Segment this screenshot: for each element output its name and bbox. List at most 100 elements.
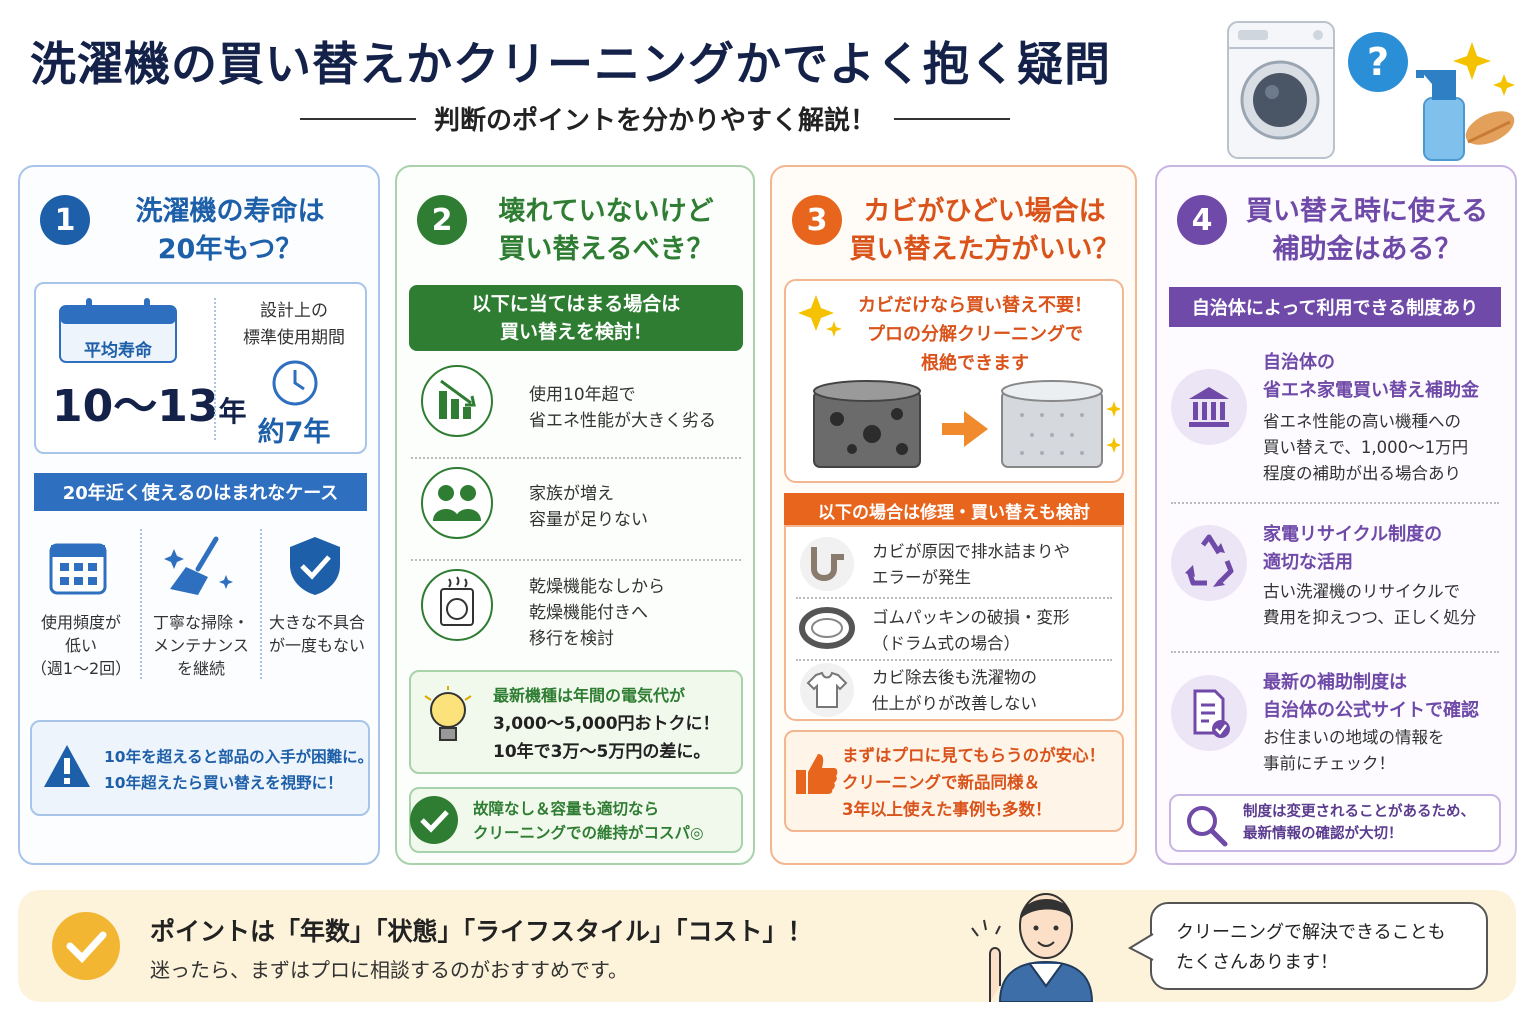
- subsidy-band: 自治体によって利用できる制度あり: [1169, 287, 1501, 327]
- pro-check-box: まずはプロに見てもらうのが安心！ クリーニングで新品同様＆ 3年以上使えた事例も…: [784, 730, 1124, 832]
- card-mold: 3 カビがひどい場合は 買い替えた方がいい？ カビだけなら買い替え不要！ プロの…: [770, 165, 1137, 865]
- mold-cleaning-box: カビだけなら買い替え不要！ プロの分解クリーニングで 根絶できます: [784, 279, 1124, 483]
- design-life-value: 約7年: [257, 417, 331, 448]
- divider: [796, 659, 1112, 661]
- clean-drum-icon: [1001, 380, 1120, 468]
- rubber-gasket-icon: [799, 607, 855, 649]
- subsidy2-heading: 家電リサイクル制度の 適切な活用: [1263, 524, 1443, 573]
- card-subsidy: 4 買い替え時に使える 補助金はある？ 自治体によって利用できる制度あり 自治体…: [1155, 165, 1517, 865]
- condition-gasket: ゴムパッキンの破損・変形 （ドラム式の場合）: [872, 608, 1070, 653]
- case-divider-2: [260, 529, 262, 679]
- case-divider-1: [140, 529, 142, 679]
- avg-life-label: 平均寿命: [84, 341, 152, 361]
- subsidy1-body: 省エネ性能の高い機種への 買い替えで、1,000〜1万円 程度の補助が出る場合あ…: [1263, 412, 1469, 483]
- divider: [411, 559, 741, 561]
- card3-number-badge: 3: [792, 195, 842, 245]
- condition-drain-error: カビが原因で排水詰まりや エラーが発生: [872, 542, 1070, 587]
- subsidy-note-box: 制度は変更されることがあるため、 最新情報の確認が大切！: [1169, 794, 1501, 852]
- avg-life-value: 10〜13年: [52, 381, 247, 432]
- condition-dryer: 乾燥機能なしから 乾燥機能付きへ 移行を検討: [529, 577, 665, 649]
- electricity-tip-box: 最新機種は年間の電気代が 3,000〜5,000円おトクに！ 10年で3万〜5万…: [409, 670, 743, 774]
- dryer-icon: [421, 569, 493, 641]
- check-circle-icon: [410, 796, 458, 844]
- divider: [411, 457, 741, 459]
- calendar-grid-icon: [49, 543, 107, 595]
- card4-title: 買い替え時に使える 補助金はある？: [1245, 196, 1489, 265]
- lifespan-box: 平均寿命 10〜13年 設計上の 標準使用期間 約7年: [34, 282, 367, 454]
- card-replace-not-broken: 2 壊れていないけど 買い替えるべき？ 以下に当てはまる場合は 買い替えを検討！…: [395, 165, 755, 865]
- divider: [796, 597, 1112, 599]
- warning-text: 10年を超えると部品の入手が困難に。 10年超えたら買い替えを視野に！: [104, 748, 374, 792]
- divider: [1171, 651, 1499, 653]
- subtitle-rule-left: [300, 117, 416, 120]
- page-subtitle: 判断のポイントを分かりやすく解説！: [300, 100, 1011, 137]
- card3-title: カビがひどい場合は 買い替えた方がいい？: [849, 196, 1120, 265]
- lightbulb-icon: [424, 686, 472, 741]
- family-icon: [421, 467, 493, 539]
- brush-icon: [1465, 111, 1515, 145]
- sparkle-icon: [798, 295, 842, 337]
- condition-finish: カビ除去後も洗濯物の 仕上がりが改善しない: [872, 668, 1037, 713]
- subsidy2-body: 古い洗濯機のリサイクルで 費用を抑えつつ、正しく処分: [1263, 582, 1477, 627]
- subsidy-note-text: 制度は変更されることがあるため、 最新情報の確認が大切！: [1243, 804, 1475, 842]
- subtitle-text: 判断のポイントを分かりやすく解説！: [434, 106, 877, 136]
- sparkle-icon: [1453, 42, 1515, 96]
- subsidy1-heading: 自治体の 省エネ家電買い替え補助金: [1263, 352, 1479, 401]
- card4-number-badge: 4: [1177, 195, 1227, 245]
- card2-number-badge: 2: [417, 195, 467, 245]
- magnifier-icon: [1187, 806, 1228, 847]
- repair-consider-band: 以下の場合は修理・買い替えも検討: [784, 493, 1124, 527]
- electricity-tip-text: 最新機種は年間の電気代が 3,000〜5,000円おトクに！ 10年で3万〜5万…: [493, 686, 720, 762]
- subsidy3-heading: 最新の補助制度は 自治体の公式サイトで確認: [1263, 672, 1479, 721]
- speech-bubble: クリーニングで解決できることも たくさんあります！: [1150, 902, 1488, 990]
- check-circle-icon: [52, 912, 120, 980]
- calendar-icon: [59, 298, 177, 363]
- replace-condition-band: 以下に当てはまる場合は 買い替えを検討！: [409, 285, 743, 351]
- condition-energy: 使用10年超で 省エネ性能が大きく劣る: [529, 385, 716, 431]
- spray-bottle-icon: [1416, 70, 1465, 161]
- rare-case-band: 20年近く使えるのはまれなケース: [34, 473, 367, 511]
- washing-machine-illustration: ?: [1227, 21, 1515, 161]
- case-no-failure: 大きな不具合 が一度もない: [268, 613, 365, 655]
- card1-number-badge: 1: [40, 195, 90, 245]
- arrow-right-icon: [942, 411, 988, 447]
- condition-capacity: 家族が増え 容量が足りない: [529, 484, 648, 530]
- case-careful-maintenance: 丁寧な掃除・ メンテナンス を継続: [152, 613, 249, 678]
- person-icon: [971, 893, 1094, 1002]
- thumbs-up-icon: [796, 754, 838, 794]
- drum-before-after-illustration: [813, 380, 1120, 468]
- divider: [1171, 502, 1499, 504]
- keep-cleaning-text: 故障なし＆容量も適切なら クリーニングでの維持がコスパ◎: [473, 800, 704, 842]
- broom-icon: [164, 536, 233, 595]
- washing-machine-icon: [1227, 21, 1335, 159]
- card1-title: 洗濯機の寿命は 20年もつ？: [135, 196, 325, 265]
- svg-text:?: ?: [1367, 40, 1389, 84]
- card2-title: 壊れていないけど 買い替えるべき？: [498, 196, 714, 265]
- shield-check-icon: [290, 537, 340, 595]
- subsidy3-body: お住まいの地域の情報を 事前にチェック！: [1263, 728, 1445, 773]
- moldy-drum-icon: [813, 380, 921, 468]
- pro-check-text: まずはプロに見てもらうのが安心！ クリーニングで新品同様＆ 3年以上使えた事例も…: [842, 746, 1106, 819]
- keep-cleaning-box: 故障なし＆容量も適切なら クリーニングでの維持がコスパ◎: [409, 787, 743, 853]
- speech-bubble-tail: [1128, 933, 1154, 961]
- clock-icon: [272, 360, 318, 406]
- question-icon: ?: [1348, 32, 1408, 92]
- recycle-icon: [1171, 525, 1247, 601]
- warning-icon: [44, 745, 90, 787]
- declining-chart-icon: [421, 365, 493, 437]
- card-lifespan: 1 洗濯機の寿命は 20年もつ？ 平均寿命 10〜13年 設計上の 標準使用期間…: [18, 165, 380, 865]
- document-check-icon: [1171, 675, 1247, 751]
- drain-pipe-icon: [800, 537, 854, 591]
- page-title: 洗濯機の買い替えかクリーニングかでよく抱く疑問: [30, 37, 1111, 91]
- warning-box: 10年を超えると部品の入手が困難に。 10年超えたら買い替えを視野に！: [30, 720, 374, 816]
- case-low-frequency: 使用頻度が 低い （週1〜2回）: [30, 613, 132, 678]
- summary-sub: 迷ったら、まずはプロに相談するのがおすすめです。: [150, 958, 628, 982]
- summary-point: ポイントは「年数」「状態」「ライフスタイル」「コスト」！: [150, 917, 813, 946]
- subtitle-rule-right: [894, 117, 1011, 120]
- tshirt-icon: [800, 663, 854, 717]
- government-building-icon: [1171, 369, 1247, 445]
- cleaning-staff-illustration: [971, 893, 1094, 1002]
- mold-cleaning-text: カビだけなら買い替え不要！ プロの分解クリーニングで 根絶できます: [858, 295, 1092, 374]
- lifespan-divider: [214, 298, 216, 440]
- design-life-label: 設計上の 標準使用期間: [243, 301, 345, 348]
